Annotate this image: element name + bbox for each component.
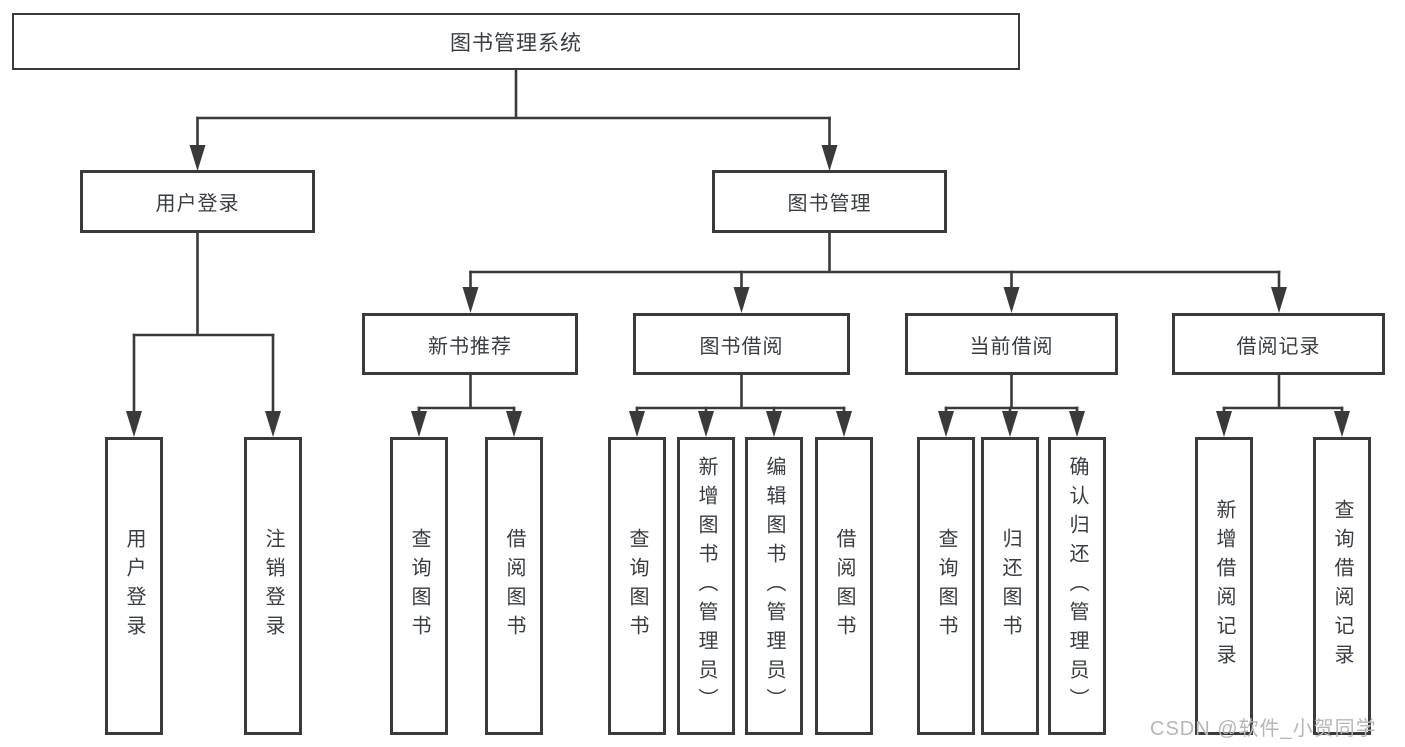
- connector-root-to-level2: [189, 70, 838, 171]
- leaf-label: 新增图书（管理员）: [695, 455, 717, 717]
- leaf-label: 查询图书: [408, 528, 430, 644]
- connector-new-book-to-leaves: [411, 375, 522, 437]
- node-label: 用户登录: [155, 193, 240, 215]
- connector-book-borrow-to-leaves: [629, 375, 852, 437]
- leaf-label: 新增借阅记录: [1213, 499, 1235, 673]
- leaf-edit-book-admin: 编辑图书（管理员）: [745, 437, 803, 735]
- node-label: 图书管理系统: [450, 31, 582, 55]
- node-label: 当前借阅: [969, 335, 1054, 358]
- connector-records-to-leaves: [1216, 375, 1350, 437]
- connector-current-borrow-to-leaves: [938, 375, 1085, 437]
- csdn-watermark: CSDN @软件_小贺同学: [1150, 718, 1377, 740]
- node-current-borrow: 当前借阅: [905, 313, 1118, 375]
- leaf-label: 查询借阅记录: [1331, 499, 1353, 673]
- node-label: 新书推荐: [428, 335, 512, 358]
- leaf-return-book: 归还图书: [981, 437, 1039, 735]
- node-book-management: 图书管理: [712, 170, 947, 233]
- leaf-label: 查询图书: [935, 528, 957, 644]
- leaf-label: 归还图书: [999, 528, 1021, 644]
- node-label: 借阅记录: [1236, 335, 1321, 358]
- node-user-login: 用户登录: [80, 170, 315, 233]
- leaf-label: 借阅图书: [503, 528, 525, 644]
- leaf-logout: 注销登录: [244, 437, 302, 735]
- node-label: 图书管理: [787, 193, 872, 215]
- leaf-add-book-admin: 新增图书（管理员）: [677, 437, 735, 735]
- node-book-borrow: 图书借阅: [633, 313, 850, 375]
- leaf-label: 确认归还（管理员）: [1066, 455, 1088, 717]
- connector-user-login-to-leaves: [126, 233, 281, 437]
- leaf-borrow-books: 借阅图书: [815, 437, 873, 735]
- node-new-book-recommend: 新书推荐: [362, 313, 578, 375]
- node-library-management-system: 图书管理系统: [12, 13, 1020, 70]
- leaf-label: 借阅图书: [833, 528, 855, 644]
- leaf-confirm-return-admin: 确认归还（管理员）: [1048, 437, 1106, 735]
- node-borrow-records: 借阅记录: [1172, 313, 1385, 375]
- leaf-borrow-books-recommend: 借阅图书: [485, 437, 543, 735]
- node-label: 图书借阅: [699, 335, 784, 358]
- leaf-query-borrow-record: 查询借阅记录: [1313, 437, 1371, 735]
- leaf-label: 查询图书: [626, 528, 648, 644]
- leaf-label: 编辑图书（管理员）: [763, 455, 785, 717]
- leaf-query-books-borrow: 查询图书: [608, 437, 666, 735]
- leaf-label: 用户登录: [123, 528, 145, 644]
- connector-book-mgmt-to-level3: [462, 233, 1287, 313]
- leaf-query-books-recommend: 查询图书: [390, 437, 448, 735]
- leaf-query-books-current: 查询图书: [917, 437, 975, 735]
- leaf-user-login: 用户登录: [105, 437, 163, 735]
- leaf-add-borrow-record: 新增借阅记录: [1195, 437, 1253, 735]
- leaf-label: 注销登录: [262, 528, 284, 644]
